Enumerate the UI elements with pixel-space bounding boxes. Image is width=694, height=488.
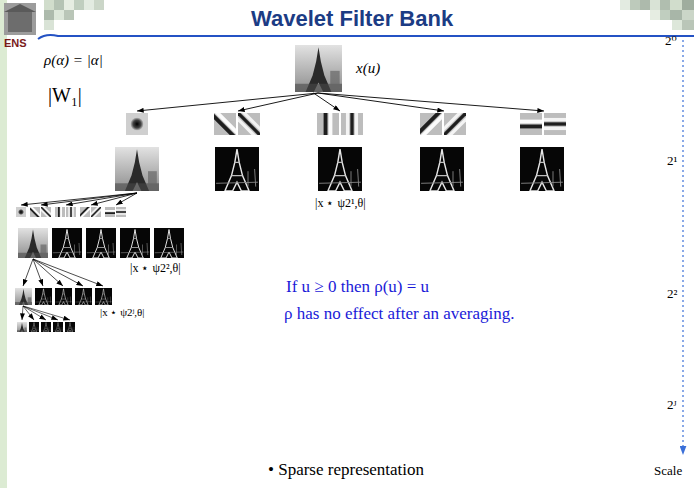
scale-tick: 2⁰	[665, 34, 677, 49]
slide-title: Wavelet Filter Bank	[251, 6, 453, 31]
scale-tick: 2²	[667, 287, 677, 302]
axis-label: Scale	[654, 464, 682, 479]
wavelet-image: |x ⋆ ψ2¹,θ|	[316, 113, 364, 192]
scale-tick: 2ᴶ	[667, 398, 677, 413]
signal-image: x(u)	[295, 45, 342, 92]
note-text: ρ has no effect after an averaging.	[284, 304, 514, 324]
note-text: If u ≥ 0 then ρ(u) = u	[286, 277, 429, 297]
image-caption: |x ⋆ ψ2ʲ,θ|	[100, 306, 145, 319]
logo-text: ENS	[4, 37, 27, 50]
image-caption: |x ⋆ ψ2²,θ|	[130, 262, 181, 276]
image-label: x(u)	[356, 60, 380, 77]
scale-tick: 2¹	[667, 154, 677, 169]
tree-arrow	[314, 93, 341, 111]
formula: ρ(α) = |α|	[44, 52, 103, 69]
bullet-point: • Sparse representation	[268, 460, 424, 480]
image-label: |x ⋆ ψ2¹,θ|	[315, 197, 366, 211]
operator-name: |W₁|	[48, 84, 82, 107]
